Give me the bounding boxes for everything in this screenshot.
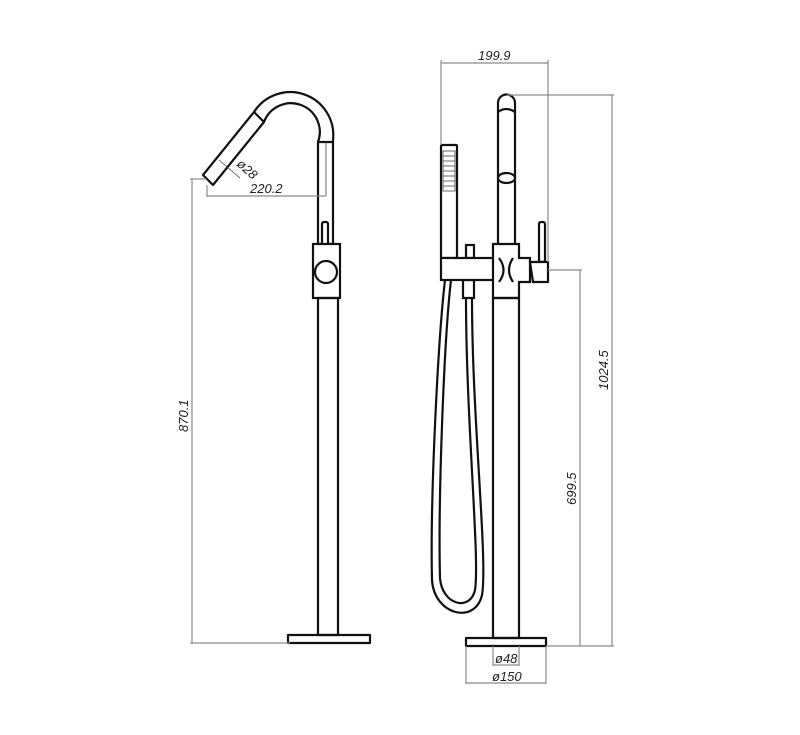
grill-lines — [443, 155, 455, 187]
dimension-48: ø48 — [492, 646, 520, 666]
dimension-699: 699.5 — [548, 269, 582, 646]
handle-height-label: 699.5 — [564, 472, 579, 505]
overall-height-label: 1024.5 — [596, 349, 611, 390]
mixer-handle — [528, 260, 550, 284]
column-diameter-label: ø48 — [495, 651, 518, 666]
hose-connector — [461, 278, 476, 300]
spout-diameter-label: ø28 — [234, 156, 261, 183]
mixer-lever — [537, 220, 547, 264]
pipe-joint — [496, 171, 517, 185]
dimension-870: 870.1 — [176, 178, 290, 644]
mixer-knob — [313, 259, 339, 285]
diverter-button — [464, 243, 476, 260]
front-view: 199.9 1024.5 699.5 ø48 ø150 — [430, 48, 614, 684]
overall-width-label: 199.9 — [478, 48, 511, 63]
upper-pipe — [496, 93, 517, 244]
dimension-150: ø150 — [465, 646, 547, 684]
spout-joint — [253, 111, 265, 123]
gooseneck-spout — [201, 90, 335, 187]
dimension-220: 220.2 — [206, 181, 326, 197]
mixer-body — [491, 242, 532, 300]
base-plate — [464, 636, 548, 648]
hose — [430, 279, 485, 614]
base-plate — [286, 633, 372, 645]
spout-reach-label: 220.2 — [249, 181, 283, 196]
column — [316, 296, 340, 637]
dimension-1024: 1024.5 — [507, 94, 614, 647]
dimension-199: 199.9 — [440, 48, 549, 262]
base-diameter-label: ø150 — [492, 669, 522, 684]
side-view: 220.2 ø28 870.1 — [176, 90, 372, 645]
diameter-leader — [218, 159, 241, 179]
outlet-body — [439, 256, 501, 282]
spout-height-label: 870.1 — [176, 399, 191, 432]
column — [491, 296, 521, 640]
